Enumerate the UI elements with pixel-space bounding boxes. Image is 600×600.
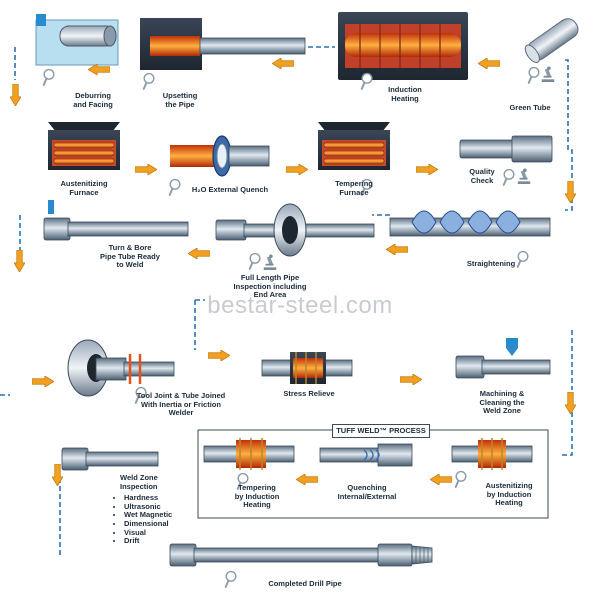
- weld-zone-item: Wet Magnetic: [124, 511, 172, 520]
- label-weld-zone-title: Weld Zone Inspection: [120, 473, 158, 491]
- weld-zone-item: Visual: [124, 528, 172, 538]
- tempering-furnace: [318, 122, 390, 170]
- label-quality-check: Quality Check: [469, 167, 495, 185]
- label-austenitizing-induction: Austenitizing by Induction Heating: [485, 481, 533, 508]
- arrow-right-icon: [208, 350, 230, 361]
- turn-bore-pipe: [43, 200, 189, 241]
- weld-zone-item: Drift: [124, 536, 172, 546]
- stress-relieve-pipe: [261, 352, 353, 384]
- microscope-icon: [541, 66, 555, 82]
- completed-drill-pipe: [169, 543, 433, 567]
- green-tube: [524, 18, 579, 63]
- arrow-left-icon: [296, 474, 318, 485]
- straightening-machine: [389, 210, 551, 237]
- label-straightening: Straightening: [466, 259, 516, 268]
- weld-zone-item: Dimensional: [124, 519, 172, 529]
- label-austenitizing-furnace: Austenitizing Furnace: [60, 179, 108, 197]
- weld-zone-item: Hardness: [124, 493, 172, 503]
- arrow-down-icon: [14, 250, 25, 272]
- arrow-right-icon: [400, 374, 422, 385]
- quality-check-pipe: [459, 135, 553, 163]
- austenitizing-induction-pipe: [451, 438, 533, 470]
- quenching-pipe: [319, 443, 413, 467]
- label-completed: Completed Drill Pipe: [268, 579, 342, 588]
- weld-zone-item: Ultrasonic: [124, 502, 172, 512]
- austenitizing-furnace: [48, 122, 120, 170]
- label-induction-heating: Induction Heating: [388, 85, 422, 103]
- induction-heating-unit: [338, 12, 468, 80]
- upsetting-machine: [140, 18, 306, 70]
- arrow-down-icon: [10, 84, 21, 106]
- full-length-inspection-pipe: [215, 203, 375, 257]
- tempering-induction-pipe: [203, 438, 295, 470]
- label-stress-relieve: Stress Relieve: [283, 389, 335, 398]
- arrow-down-icon: [52, 464, 63, 486]
- arrow-right-icon: [416, 164, 438, 175]
- watermark: bestar-steel.com: [207, 292, 393, 319]
- arrow-left-icon: [430, 474, 452, 485]
- process-box-title: TUFF WELD™ PROCESS: [332, 424, 430, 438]
- arrow-left-icon: [88, 64, 110, 75]
- flow-line: [0, 47, 573, 456]
- arrow-left-icon: [272, 58, 294, 69]
- label-machining: Machining & Cleaning the Weld Zone: [479, 389, 525, 416]
- magnifier-icon: [42, 68, 55, 86]
- magnifier-icon: [248, 252, 261, 270]
- arrow-left-icon: [386, 244, 408, 255]
- weld-zone-list: Hardness Ultrasonic Wet Magnetic Dimensi…: [112, 493, 172, 546]
- weld-zone-pipe: [61, 447, 159, 471]
- label-turn-bore: Turn & Bore Pipe Tube Ready to Weld: [100, 243, 160, 270]
- magnifier-icon: [502, 168, 515, 186]
- machining-pipe: [455, 338, 551, 379]
- label-full-length-inspection: Full Length Pipe Inspection including En…: [233, 273, 307, 300]
- quench-unit: [170, 135, 270, 177]
- label-tool-joint: Tool Joint & Tube Joined With Inertia or…: [136, 391, 226, 418]
- magnifier-icon: [224, 570, 237, 588]
- arrow-left-icon: [478, 58, 500, 69]
- arrow-down-icon: [565, 181, 576, 203]
- magnifier-icon: [142, 72, 155, 90]
- label-quenching: Quenching Internal/External: [337, 483, 397, 501]
- arrow-right-icon: [32, 376, 54, 387]
- magnifier-icon: [527, 66, 540, 84]
- label-external-quench: H₂O External Quench: [191, 185, 269, 194]
- arrow-right-icon: [286, 164, 308, 175]
- label-deburring: Deburring and Facing: [73, 91, 113, 109]
- label-upsetting: Upsetting the Pipe: [162, 91, 198, 109]
- label-tempering-induction: Tempering by Induction Heating: [234, 483, 280, 510]
- arrow-down-icon: [565, 392, 576, 414]
- magnifier-icon: [168, 178, 181, 196]
- flow-connectors: [59, 46, 335, 555]
- label-green-tube: Green Tube: [509, 103, 551, 112]
- microscope-icon: [517, 168, 531, 184]
- arrow-left-icon: [188, 248, 210, 259]
- inertia-welder: [67, 339, 175, 397]
- arrow-right-icon: [135, 164, 157, 175]
- label-tempering-furnace: Tempering Furnace: [335, 179, 373, 197]
- microscope-icon: [263, 254, 277, 270]
- magnifier-icon: [454, 470, 467, 488]
- deburring-machine: [35, 14, 119, 66]
